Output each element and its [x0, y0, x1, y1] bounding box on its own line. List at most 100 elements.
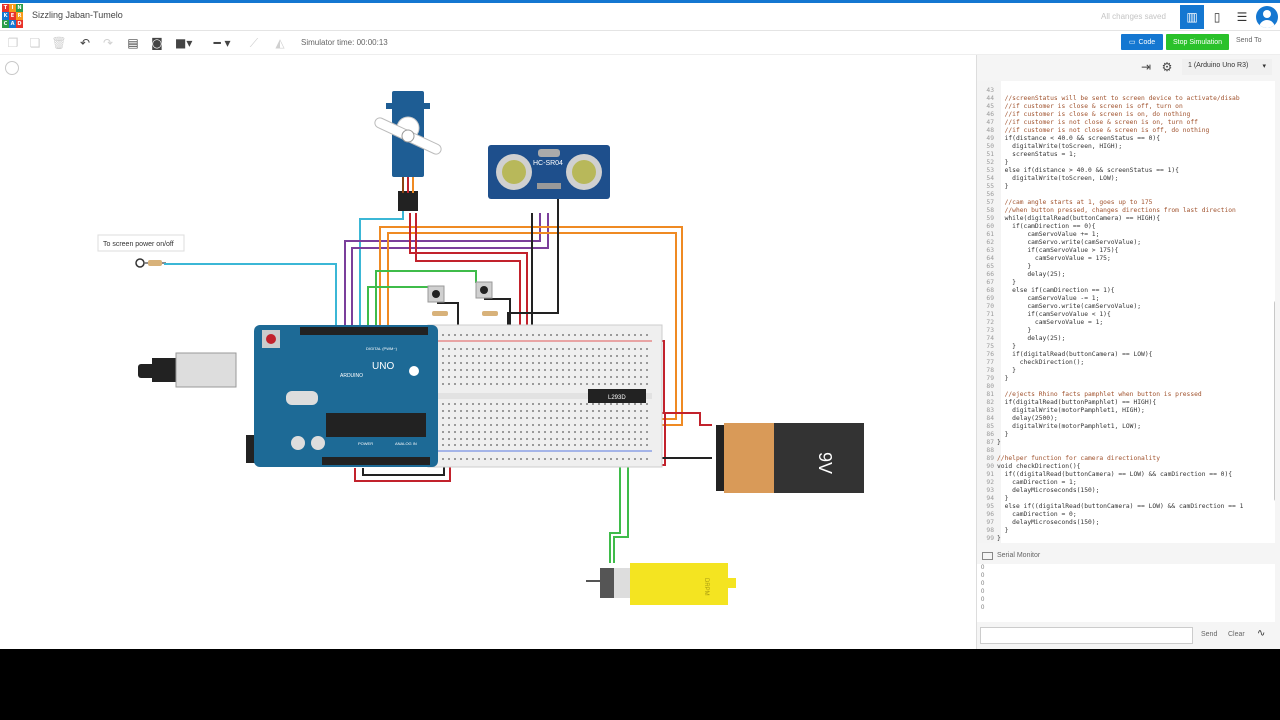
code-line[interactable]: 43	[977, 87, 1275, 95]
delete-icon[interactable]: 🗑	[51, 36, 67, 50]
code-line[interactable]: 48 //if customer is not close & screen i…	[977, 127, 1275, 135]
note-icon[interactable]: ▤	[127, 36, 139, 50]
code-button[interactable]: ▭ Code	[1121, 34, 1163, 50]
code-line[interactable]: 69 camServoValue -= 1;	[977, 295, 1275, 303]
undo-icon[interactable]: ↶	[79, 36, 91, 50]
color-picker-icon[interactable]: ■▾	[175, 36, 193, 50]
code-line[interactable]: 77 checkDirection();	[977, 359, 1275, 367]
code-line[interactable]: 56	[977, 191, 1275, 199]
code-line[interactable]: 72 camServoValue = 1;	[977, 319, 1275, 327]
code-line[interactable]: 44 //screenStatus will be sent to screen…	[977, 95, 1275, 103]
code-line[interactable]: 88	[977, 447, 1275, 455]
code-line[interactable]: 75 }	[977, 343, 1275, 351]
code-line[interactable]: 65 }	[977, 263, 1275, 271]
servo-motor[interactable]	[373, 91, 442, 211]
code-line[interactable]: 89//helper function for camera direction…	[977, 455, 1275, 463]
code-vertical-scrollbar[interactable]	[1274, 301, 1275, 501]
code-line[interactable]: 63 if(camServoValue > 175){	[977, 247, 1275, 255]
battery-9v[interactable]: 9V	[716, 423, 864, 493]
serial-input[interactable]	[980, 627, 1193, 644]
component-list-button[interactable]: ☰	[1230, 5, 1254, 29]
code-line[interactable]: 51 screenStatus = 1;	[977, 151, 1275, 159]
code-line[interactable]: 68 else if(camDirection == 1){	[977, 287, 1275, 295]
serial-clear-button[interactable]: Clear	[1228, 631, 1245, 638]
graph-icon[interactable]: ∿	[1257, 628, 1266, 639]
zoom-fit-icon[interactable]	[5, 61, 19, 75]
code-line[interactable]: 47 //if customer is not close & screen i…	[977, 119, 1275, 127]
redo-icon[interactable]: ↷	[102, 36, 114, 50]
breadboard[interactable]	[427, 324, 663, 468]
code-line[interactable]: 61 camServoValue += 1;	[977, 231, 1275, 239]
pushbutton-pamphlet[interactable]	[475, 281, 493, 299]
debugger-icon[interactable]: ⚙	[1161, 60, 1173, 74]
code-line[interactable]: 91 if((digitalRead(buttonCamera) == LOW)…	[977, 471, 1275, 479]
code-line[interactable]: 98 }	[977, 527, 1275, 535]
l293d-chip[interactable]: L293D	[588, 389, 646, 403]
circuit-canvas[interactable]: To screen power on/off	[0, 55, 976, 649]
send-to-button[interactable]: Send To	[1236, 37, 1262, 44]
code-line[interactable]: 62 camServo.write(camServoValue);	[977, 239, 1275, 247]
code-line[interactable]: 80	[977, 383, 1275, 391]
screen-power-resistor[interactable]	[135, 258, 166, 268]
code-line[interactable]: 83 digitalWrite(motorPamphlet1, HIGH);	[977, 407, 1275, 415]
code-line[interactable]: 86 }	[977, 431, 1275, 439]
ultrasonic-sensor[interactable]: HC-SR04	[488, 145, 610, 199]
user-avatar[interactable]	[1256, 6, 1278, 28]
code-line[interactable]: 55 }	[977, 183, 1275, 191]
code-line[interactable]: 93 delayMicroseconds(150);	[977, 487, 1275, 495]
dc-motor[interactable]: DRPM	[586, 563, 736, 605]
code-line[interactable]: 66 delay(25);	[977, 271, 1275, 279]
code-line[interactable]: 81 //ejects Rhino facts pamphlet when bu…	[977, 391, 1275, 399]
resistor-2[interactable]	[482, 311, 498, 316]
code-line[interactable]: 73 }	[977, 327, 1275, 335]
code-line[interactable]: 76 if(digitalRead(buttonCamera) == LOW){	[977, 351, 1275, 359]
notes-toggle-icon[interactable]: ◙	[151, 36, 163, 50]
code-line[interactable]: 94 }	[977, 495, 1275, 503]
code-line[interactable]: 97 delayMicroseconds(150);	[977, 519, 1275, 527]
code-line[interactable]: 57 //cam angle starts at 1, goes up to 1…	[977, 199, 1275, 207]
code-line[interactable]: 49 if(distance < 40.0 && screenStatus ==…	[977, 135, 1275, 143]
code-line[interactable]: 58 //when button pressed, changes direct…	[977, 207, 1275, 215]
upload-icon[interactable]: ⇥	[1140, 60, 1152, 74]
arduino-uno[interactable]: ARDUINO UNO DIGITAL (PWM~) POWER ANALOG …	[138, 325, 438, 467]
schematic-view-button[interactable]: ▯	[1205, 5, 1229, 29]
code-line[interactable]: 54 digitalWrite(toScreen, LOW);	[977, 175, 1275, 183]
serial-send-button[interactable]: Send	[1201, 631, 1218, 638]
code-line[interactable]: 45 //if customer is close & screen is of…	[977, 103, 1275, 111]
code-line[interactable]: 53 else if(distance > 40.0 && screenStat…	[977, 167, 1275, 175]
code-line[interactable]: 59 while(digitalRead(buttonCamera) == HI…	[977, 215, 1275, 223]
code-line[interactable]: 50 digitalWrite(toScreen, HIGH);	[977, 143, 1275, 151]
code-line[interactable]: 52 }	[977, 159, 1275, 167]
code-line[interactable]: 74 delay(25);	[977, 335, 1275, 343]
code-line[interactable]: 64 camServoValue = 175;	[977, 255, 1275, 263]
design-title[interactable]: Sizzling Jaban-Tumelo	[32, 10, 123, 20]
code-line[interactable]: 99}	[977, 535, 1275, 543]
wire-type-icon[interactable]: ━ ▾	[213, 36, 231, 50]
resistor-1[interactable]	[432, 311, 448, 316]
code-line[interactable]: 84 delay(2500);	[977, 415, 1275, 423]
code-line[interactable]: 87}	[977, 439, 1275, 447]
paste-icon[interactable]: ❏	[29, 36, 41, 50]
rotate-icon[interactable]: ⟋	[249, 36, 259, 50]
device-select[interactable]: 1 (Arduino Uno R3) ▾	[1182, 59, 1272, 75]
code-line[interactable]: 96 camDirection = 0;	[977, 511, 1275, 519]
code-line[interactable]: 70 camServo.write(camServoValue);	[977, 303, 1275, 311]
code-line[interactable]: 82 if(digitalRead(buttonPamphlet) == HIG…	[977, 399, 1275, 407]
code-line[interactable]: 71 if(camServoValue < 1){	[977, 311, 1275, 319]
flip-icon[interactable]: ◭	[275, 36, 285, 50]
pushbutton-camera[interactable]	[427, 285, 445, 303]
stop-simulation-button[interactable]: Stop Simulation	[1166, 34, 1229, 50]
code-line[interactable]: 95 else if((digitalRead(buttonCamera) ==…	[977, 503, 1275, 511]
code-line[interactable]: 60 if(camDirection == 0){	[977, 223, 1275, 231]
code-line[interactable]: 79 }	[977, 375, 1275, 383]
serial-monitor-title[interactable]: Serial Monitor	[997, 552, 1041, 559]
code-line[interactable]: 67 }	[977, 279, 1275, 287]
code-line[interactable]: 78 }	[977, 367, 1275, 375]
code-line[interactable]: 46 //if customer is close & screen is on…	[977, 111, 1275, 119]
circuit-view-button[interactable]: ▥	[1180, 5, 1204, 29]
copy-icon[interactable]: ❐	[7, 36, 19, 50]
